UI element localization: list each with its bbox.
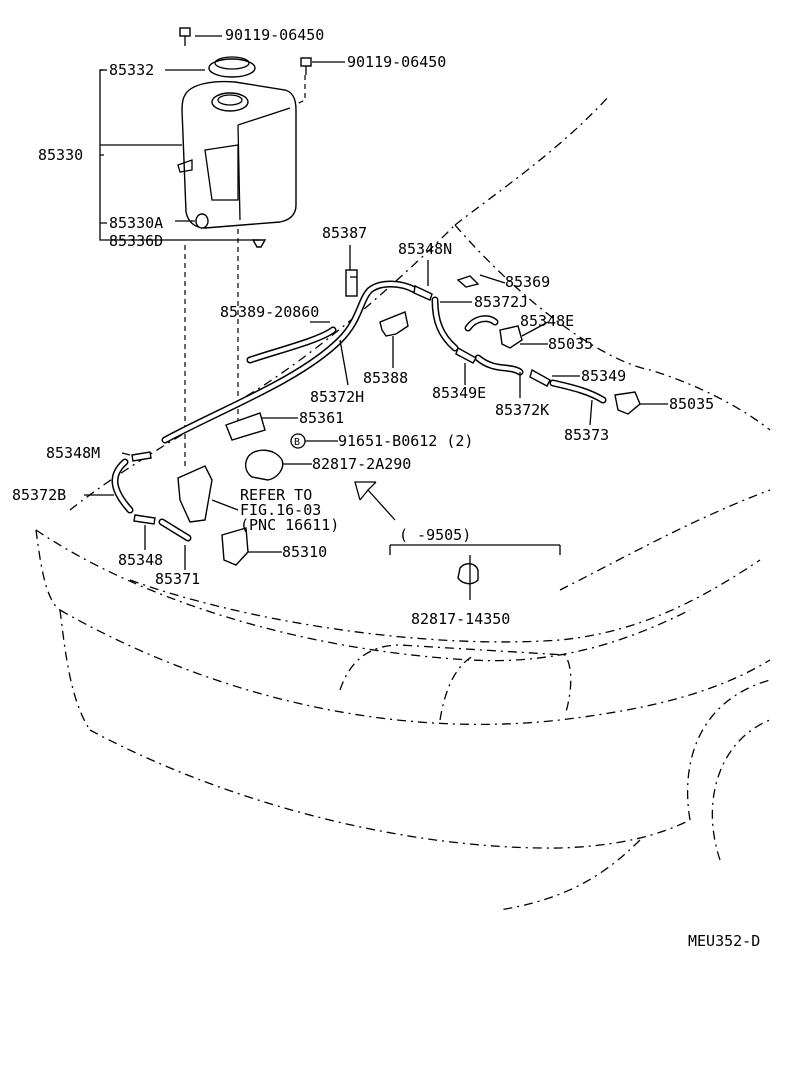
arrow-icon xyxy=(354,481,396,521)
label-85387: 85387 xyxy=(322,224,367,242)
label-85373: 85373 xyxy=(564,426,609,444)
label-85372B: 85372B xyxy=(12,486,66,504)
diagram-code: MEU352-D xyxy=(688,932,760,950)
small-parts xyxy=(131,269,641,585)
label-85330A: 85330A xyxy=(109,214,163,232)
label-91651: 91651-B0612 (2) xyxy=(338,432,473,450)
label-85388: 85388 xyxy=(363,369,408,387)
label-85372K: 85372K xyxy=(495,401,549,419)
label-91651-marker: B xyxy=(294,437,300,448)
label-85310: 85310 xyxy=(282,543,327,561)
label-85336D: 85336D xyxy=(109,232,163,250)
label-85349: 85349 xyxy=(581,367,626,385)
label-85035-a: 85035 xyxy=(548,335,593,353)
tank-cap xyxy=(208,56,256,78)
leader-lines xyxy=(84,35,668,570)
label-85348: 85348 xyxy=(118,551,163,569)
grommet-icon xyxy=(195,213,267,248)
label-90119-top: 90119-06450 xyxy=(225,26,324,44)
label-date-range: ( -9505) xyxy=(399,526,471,544)
car-body-outline xyxy=(35,94,771,911)
label-85372J: 85372J xyxy=(474,293,528,311)
bolt-icon xyxy=(179,27,312,75)
label-85348M: 85348M xyxy=(46,444,100,462)
label-85389: 85389-20860 xyxy=(220,303,319,321)
label-85361: 85361 xyxy=(299,409,344,427)
label-85349E: 85349E xyxy=(432,384,486,402)
label-85348N: 85348N xyxy=(398,240,452,258)
label-85369: 85369 xyxy=(505,273,550,291)
label-85348E: 85348E xyxy=(520,312,574,330)
hoses xyxy=(111,280,607,542)
label-85332: 85332 xyxy=(109,61,154,79)
label-85035-b: 85035 xyxy=(669,395,714,413)
label-82817-14350: 82817-14350 xyxy=(411,610,510,628)
label-refer-line2: FIG.16-03 xyxy=(240,501,321,519)
date-range-bracket xyxy=(389,544,561,600)
label-82817-2A290: 82817-2A290 xyxy=(312,455,411,473)
label-85330: 85330 xyxy=(38,146,83,164)
label-85371: 85371 xyxy=(155,570,200,588)
washer-tank xyxy=(177,80,297,229)
label-90119-side: 90119-06450 xyxy=(347,53,446,71)
label-85372H: 85372H xyxy=(310,388,364,406)
part-labels: 90119-06450 90119-06450 85332 85330 8533… xyxy=(12,26,760,950)
label-refer-line3: (PNC 16611) xyxy=(240,516,339,534)
label-refer-line1: REFER TO xyxy=(240,486,312,504)
